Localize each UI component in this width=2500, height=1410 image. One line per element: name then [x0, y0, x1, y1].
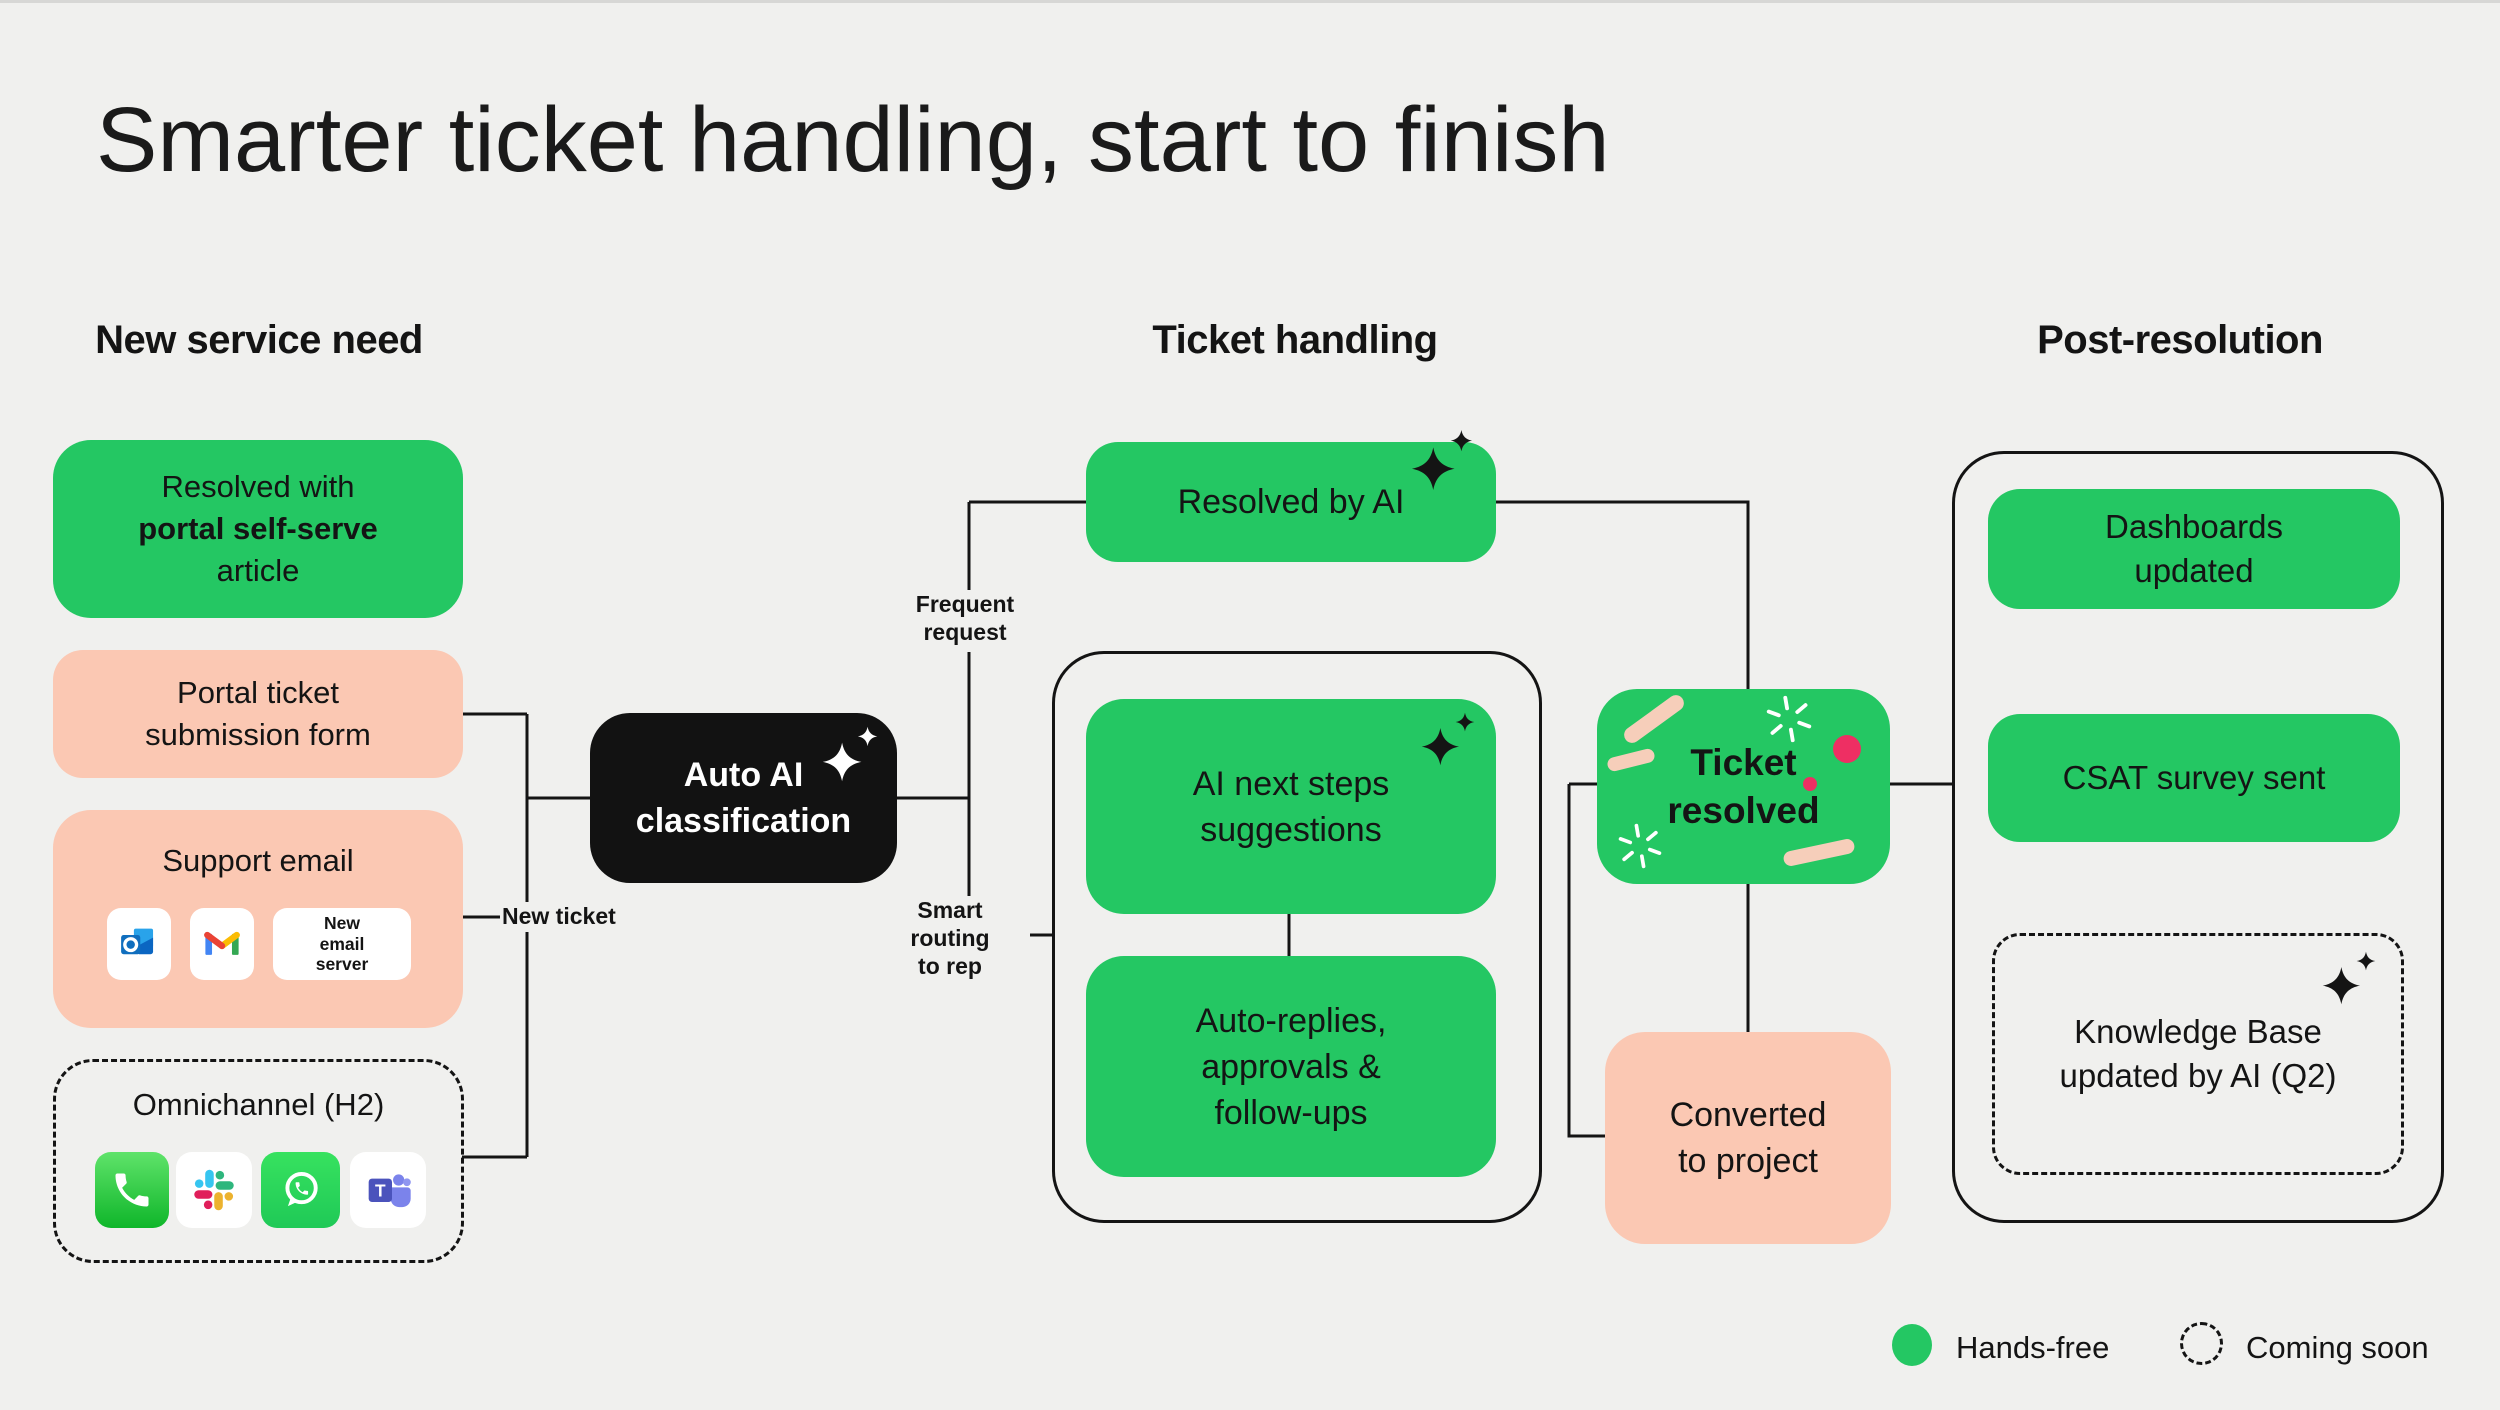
node-line: Dashboards: [2105, 508, 2283, 545]
node-line: updated: [2134, 552, 2254, 589]
gmail-icon: [204, 931, 240, 955]
sparkle-icon: [1411, 429, 1473, 491]
node-line: resolved: [1667, 789, 1820, 831]
whatsapp-icon: [284, 1171, 318, 1207]
gmail-tile: [190, 908, 254, 980]
legend-coming-soon-label: Coming soon: [2246, 1330, 2429, 1365]
confetti-dot: [1803, 777, 1817, 791]
sparkle-icon: [2322, 951, 2376, 1005]
node-line: suggestions: [1200, 810, 1382, 849]
teams-tile: T: [350, 1152, 426, 1228]
new-email-server-label: New email server: [316, 913, 369, 975]
post-resolution-container: [1952, 451, 2444, 1223]
label-line: Smart: [917, 897, 983, 923]
node-line: submission form: [145, 717, 371, 752]
node-line: Support email: [162, 843, 354, 878]
node-csat-survey: CSAT survey sent: [1988, 714, 2400, 842]
node-line: follow-ups: [1214, 1093, 1368, 1132]
node-line: portal self-serve: [138, 511, 378, 546]
node-auto-replies: Auto-replies, approvals & follow-ups: [1086, 956, 1496, 1177]
label-line: to rep: [918, 953, 982, 979]
node-line: AI next steps: [1192, 764, 1390, 803]
node-line: Converted: [1669, 1096, 1827, 1134]
label-line: email: [319, 933, 365, 954]
edge-resolved-ai-to-ticket-resolved: [1496, 500, 1750, 689]
label-line: Frequent: [915, 591, 1015, 617]
node-support-email: Support email New email server: [53, 810, 463, 1028]
label-line: New: [324, 913, 360, 934]
node-line: updated by AI (Q2): [2059, 1057, 2337, 1094]
confetti-stick: [1606, 747, 1656, 773]
label-line: request: [923, 619, 1007, 645]
sparkle-icon: [1421, 712, 1475, 766]
column-header-new-service-need: New service need: [95, 318, 423, 362]
column-header-post-resolution: Post-resolution: [2037, 318, 2323, 362]
node-line: approvals &: [1201, 1047, 1381, 1086]
legend-coming-soon-circle: [2180, 1322, 2223, 1365]
confetti-stick: [1620, 691, 1688, 747]
edge-label-smart-routing: Smart routing to rep: [870, 896, 1030, 982]
outlook-icon: [121, 928, 154, 955]
page-title: Smarter ticket handling, start to finish: [96, 89, 1610, 191]
svg-text:T: T: [375, 1181, 386, 1201]
edge-down-to-converted: [1567, 784, 1607, 1138]
column-header-ticket-handling: Ticket handling: [1152, 318, 1438, 362]
new-email-server-tile: New email server: [273, 908, 411, 980]
confetti-stick: [1782, 837, 1856, 868]
node-line: to project: [1678, 1142, 1818, 1180]
whatsapp-tile: [261, 1152, 340, 1228]
starburst-icon: [1618, 823, 1662, 869]
node-auto-ai-classification: Auto AI classification: [590, 713, 897, 883]
node-line: classification: [635, 802, 852, 840]
node-line: Portal ticket: [177, 675, 339, 710]
label-line: server: [315, 954, 369, 975]
node-converted-to-project: Converted to project: [1605, 1032, 1891, 1244]
starburst-icon: [1766, 695, 1812, 743]
edge-label-new-ticket: New ticket: [502, 902, 618, 932]
phone-tile: [95, 1152, 169, 1228]
node-line: Resolved with: [161, 469, 355, 504]
slack-icon: [194, 1169, 234, 1211]
node-line: article: [216, 553, 300, 588]
label-line: routing: [910, 925, 990, 951]
confetti-dot: [1833, 735, 1861, 763]
teams-icon: T: [368, 1174, 411, 1208]
node-line: Ticket: [1690, 741, 1797, 783]
ticket-handling-container: [1052, 651, 1542, 1223]
edge-label-frequent-request: Frequent request: [880, 590, 1050, 652]
top-divider: [0, 0, 2500, 3]
legend-hands-free-dot: [1892, 1324, 1932, 1366]
node-line: Omnichannel (H2): [132, 1087, 385, 1122]
node-line: Resolved by AI: [1177, 483, 1405, 521]
node-portal-ticket-form: Portal ticket submission form: [53, 650, 463, 778]
slack-tile: [176, 1152, 252, 1228]
node-resolved-by-ai: Resolved by AI: [1086, 429, 1496, 562]
node-dashboards-updated: Dashboards updated: [1988, 489, 2400, 609]
node-knowledge-base: Knowledge Base updated by AI (Q2): [1992, 933, 2404, 1175]
node-ai-next-steps: AI next steps suggestions: [1086, 699, 1496, 914]
node-line: Knowledge Base: [2074, 1013, 2322, 1050]
node-line: Auto-replies,: [1195, 1001, 1387, 1040]
node-omnichannel: Omnichannel (H2): [53, 1059, 464, 1263]
node-line: CSAT survey sent: [2062, 759, 2326, 796]
phone-icon: [115, 1173, 149, 1207]
node-line: Auto AI: [683, 756, 804, 794]
node-ticket-resolved: Ticket resolved: [1597, 689, 1890, 884]
node-resolved-portal-article: Resolved with portal self-serve article: [53, 440, 463, 618]
legend-hands-free-label: Hands-free: [1956, 1330, 2110, 1365]
sparkle-icon: [822, 726, 878, 782]
outlook-tile: [107, 908, 171, 980]
